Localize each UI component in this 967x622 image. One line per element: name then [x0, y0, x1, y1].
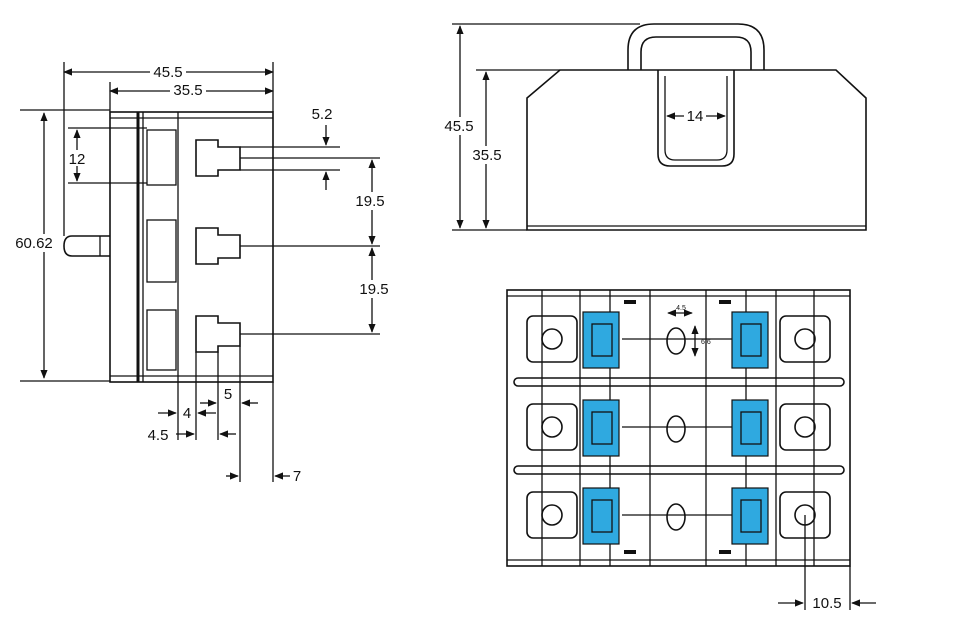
dim-front-height-overall: 45.5 — [438, 23, 640, 231]
side-view-body — [109, 111, 274, 383]
dim-label: 10.5 — [812, 595, 841, 612]
dim-label: 4.5 — [676, 305, 686, 312]
dim-label: 45.5 — [153, 64, 182, 81]
top-view-row — [526, 487, 831, 545]
side-view: 45.5 35.5 60.62 12 — [6, 62, 396, 485]
dim-label: 60.62 — [15, 235, 53, 252]
dim-label: 19.5 — [355, 193, 384, 210]
terminal-clip — [731, 487, 769, 545]
terminal-clip — [582, 311, 620, 369]
side-view-terminals — [195, 139, 241, 353]
dim-label: 35.5 — [472, 147, 501, 164]
dim-label: 12 — [69, 151, 86, 168]
dim-top-edge: 10.5 — [778, 515, 876, 612]
dim-label: 7 — [293, 468, 301, 485]
dim-label: 19.5 — [359, 281, 388, 298]
dim-label: 5 — [224, 386, 232, 403]
terminal-clip — [582, 487, 620, 545]
top-view-frame — [506, 289, 851, 567]
top-view-row — [526, 311, 831, 369]
top-view-divider — [513, 377, 845, 387]
dim-side-terminal-offset: 5.2 — [240, 106, 340, 190]
dim-label: 45.5 — [444, 118, 473, 135]
dim-front-handle-width: 14 — [666, 108, 726, 125]
dim-side-height: 60.62 — [6, 109, 110, 382]
dim-label: 5.2 — [312, 106, 333, 123]
dim-label: 35.5 — [173, 82, 202, 99]
terminal-clip — [582, 399, 620, 457]
dim-label: 4.5 — [148, 427, 169, 444]
dim-side-bottom: 4 5 4.5 7 — [148, 346, 301, 485]
front-view-handle — [627, 23, 765, 70]
dim-label: 14 — [687, 108, 704, 125]
front-view-body — [526, 69, 867, 231]
dim-top-small: 4.5 6.6 — [667, 305, 711, 357]
dim-label: 4 — [183, 405, 191, 422]
dim-front-height-body: 35.5 — [465, 69, 560, 229]
dim-label: 6.6 — [701, 339, 711, 346]
dim-side-pitch-upper: 19.5 — [240, 157, 392, 247]
dim-side-pitch-lower: 19.5 — [240, 247, 396, 335]
front-view-slot — [657, 70, 735, 167]
terminal-clip — [731, 311, 769, 369]
top-view: 4.5 6.6 10.5 — [506, 289, 876, 612]
top-view-divider — [513, 465, 845, 475]
side-view-pin — [63, 235, 110, 257]
dim-side-width-overall: 45.5 — [63, 62, 274, 236]
terminal-clip — [731, 399, 769, 457]
top-view-row — [526, 399, 831, 457]
front-view: 45.5 35.5 14 — [438, 23, 867, 231]
dim-side-top-offset: 12 — [66, 127, 147, 184]
dim-side-width-body: 35.5 — [109, 80, 274, 112]
